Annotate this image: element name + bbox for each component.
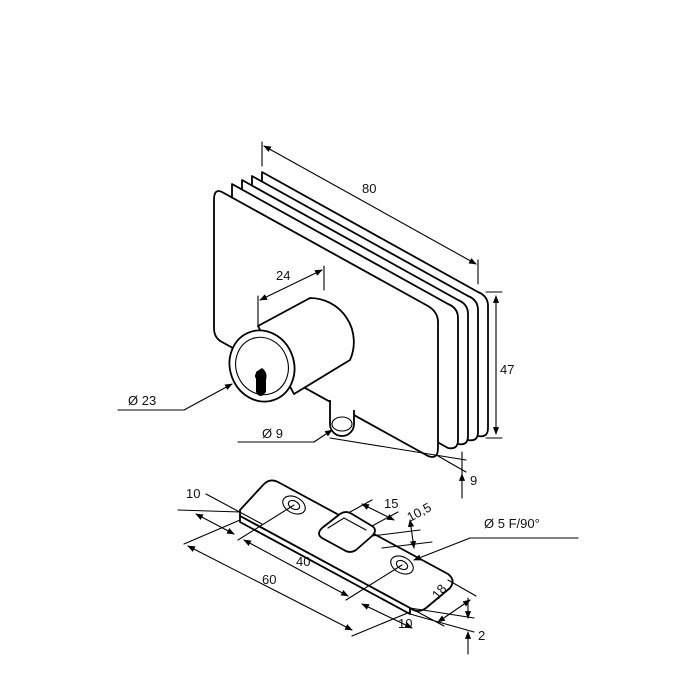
- dim-bolt-diameter: Ø 9: [237, 426, 333, 443]
- dim-plate-edge-right: 10: [361, 603, 413, 631]
- dim-offset-vertical: 9: [329, 437, 477, 499]
- dim-10-5-label: 10,5: [404, 500, 433, 525]
- dim-10-right-label: 10: [398, 616, 412, 631]
- dim-hole-spec: Ø 5 F/90°: [413, 516, 579, 561]
- hole-2: [390, 555, 414, 575]
- dim-d5-label: Ø 5 F/90°: [484, 516, 540, 531]
- dim-plate-thickness: 2: [409, 597, 485, 655]
- dim-15-label: 15: [384, 496, 398, 511]
- dim-plate-edge-left: 10: [177, 486, 263, 535]
- cylinder-face: [228, 329, 296, 403]
- dim-24-label: 24: [276, 268, 290, 283]
- dim-60-label: 60: [262, 572, 276, 587]
- dim-9-label: 9: [470, 473, 477, 488]
- strike-plate: [239, 479, 454, 615]
- dim-d9-label: Ø 9: [262, 426, 283, 441]
- dim-2-label: 2: [478, 628, 485, 643]
- hole-1: [282, 495, 306, 515]
- dim-cylinder-length: 24: [257, 265, 325, 327]
- dim-length-total: 80: [261, 141, 479, 285]
- dim-plate-length: 60: [183, 519, 411, 637]
- dim-slot-width: 15: [349, 496, 399, 527]
- dim-cylinder-diameter: Ø 23: [117, 383, 233, 411]
- dim-d23-label: Ø 23: [128, 393, 156, 408]
- dim-10-left-label: 10: [186, 486, 200, 501]
- dim-40-label: 40: [296, 554, 310, 569]
- bolt: [329, 400, 355, 437]
- dim-47-label: 47: [500, 362, 514, 377]
- cylinder: [228, 297, 355, 403]
- keyway-icon: [256, 368, 267, 396]
- dim-80-label: 80: [362, 181, 376, 196]
- dim-height: 47: [485, 291, 514, 439]
